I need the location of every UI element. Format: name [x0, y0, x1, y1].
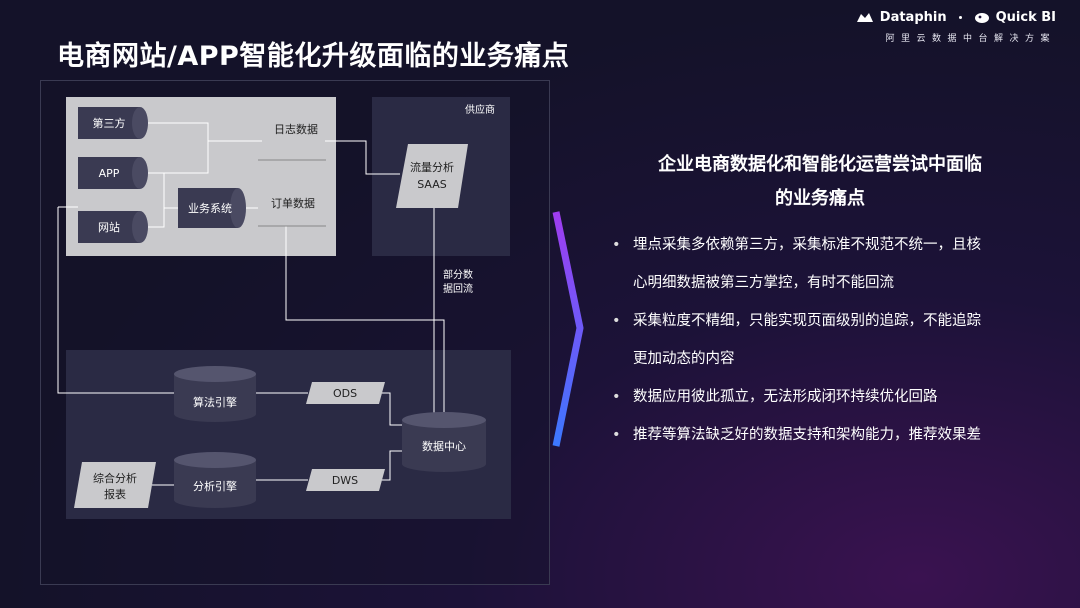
- list-item: 埋点采集多依赖第三方，采集标准不规范不统一，且核 心明细数据被第三方掌控，有时不…: [609, 226, 1029, 302]
- third-party-node: 第三方: [78, 107, 148, 139]
- brand-logo: Dataphin Quick BI 阿里云数据中台解决方案: [856, 10, 1056, 44]
- list-item: 推荐等算法缺乏好的数据支持和架构能力，推荐效果差: [609, 416, 1029, 454]
- app-node: APP: [78, 157, 148, 189]
- app-label: APP: [99, 167, 120, 180]
- brand-quickbi: Quick BI: [995, 10, 1056, 25]
- supplier-label: 供应商: [465, 103, 495, 116]
- data-center-label: 数据中心: [422, 439, 466, 453]
- brand-separator: [958, 16, 962, 19]
- website-node: 网站: [78, 211, 148, 243]
- partial-return-label-l2: 据回流: [443, 282, 473, 295]
- list-item-text: 采集粒度不精细，只能实现页面级别的追踪，不能追踪: [633, 313, 981, 329]
- log-data-label: 日志数据: [274, 122, 318, 136]
- brand-subtitle: 阿里云数据中台解决方案: [885, 34, 1056, 44]
- connector-lines: [57, 122, 445, 486]
- order-data-label: 订单数据: [271, 196, 315, 210]
- algorithm-engine-node: 算法引擎: [174, 366, 256, 422]
- list-item-text: 数据应用彼此孤立，无法形成闭环持续优化回路: [633, 389, 938, 405]
- analysis-engine-node: 分析引擎: [174, 452, 256, 508]
- partial-return-label-l1: 部分数: [443, 268, 473, 281]
- pain-points-list: 埋点采集多依赖第三方，采集标准不规范不统一，且核 心明细数据被第三方掌控，有时不…: [609, 226, 1029, 454]
- page-title: 电商网站/APP智能化升级面临的业务痛点: [57, 41, 570, 72]
- list-item-text: 心明细数据被第三方掌控，有时不能回流: [633, 275, 894, 291]
- list-item: 数据应用彼此孤立，无法形成闭环持续优化回路: [609, 378, 1029, 416]
- brand-dataphin: Dataphin: [879, 10, 947, 25]
- quickbi-logo-icon: [974, 12, 989, 23]
- saas-label: SAAS: [417, 178, 447, 191]
- chevron-right-icon: [552, 211, 584, 447]
- pain-points-title-line2: 的业务痛点: [775, 188, 865, 209]
- pain-points-title-line1: 企业电商数据化和智能化运营尝试中面临: [658, 154, 982, 175]
- traffic-analysis-saas-node: 流量分析 SAAS: [396, 144, 468, 208]
- list-item-text: 推荐等算法缺乏好的数据支持和架构能力，推荐效果差: [633, 427, 981, 443]
- ods-label: ODS: [333, 387, 357, 400]
- algorithm-engine-label: 算法引擎: [193, 395, 237, 409]
- dws-label: DWS: [332, 474, 358, 487]
- comprehensive-report-node: 综合分析 报表: [74, 462, 156, 508]
- list-item-text: 更加动态的内容: [633, 351, 735, 367]
- pain-points-title: 企业电商数据化和智能化运营尝试中面临 的业务痛点: [604, 148, 1036, 216]
- list-item-text: 埋点采集多依赖第三方，采集标准不规范不统一，且核: [633, 237, 981, 253]
- report-label-l1: 综合分析: [93, 471, 137, 485]
- report-label-l2: 报表: [104, 487, 126, 501]
- dataphin-logo-icon: [856, 12, 873, 22]
- data-center-node: 数据中心: [402, 412, 486, 472]
- business-system-node: 业务系统: [178, 188, 246, 228]
- analysis-engine-label: 分析引擎: [193, 479, 237, 493]
- third-party-label: 第三方: [93, 116, 126, 130]
- traffic-analysis-label: 流量分析: [410, 160, 454, 174]
- business-system-label: 业务系统: [188, 202, 232, 215]
- list-item: 采集粒度不精细，只能实现页面级别的追踪，不能追踪 更加动态的内容: [609, 302, 1029, 378]
- dws-node: DWS: [306, 469, 385, 491]
- website-label: 网站: [98, 220, 120, 234]
- ods-node: ODS: [306, 382, 385, 404]
